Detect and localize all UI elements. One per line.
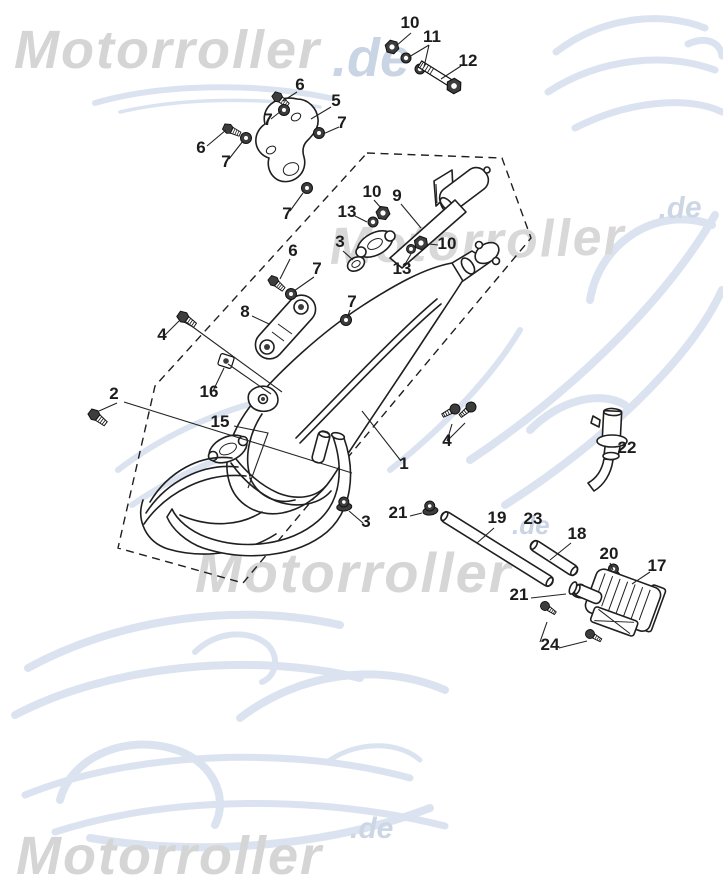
part-18-tube — [529, 539, 579, 577]
scooter-sketch-top-right — [544, 15, 723, 132]
watermark-middle-suffix: .de — [658, 191, 702, 225]
part-21-clip — [421, 499, 439, 517]
part-label-6: 6 — [295, 75, 304, 94]
part-label-20: 20 — [600, 544, 619, 563]
part-label-13: 13 — [338, 202, 357, 221]
part-label-3: 3 — [361, 512, 370, 531]
part-13-washer — [367, 216, 379, 228]
part-label-15: 15 — [211, 412, 230, 431]
part-label-10: 10 — [438, 234, 457, 253]
guard-tube-end — [330, 431, 346, 441]
part-16-nut — [217, 353, 235, 369]
part-2-bolt — [86, 406, 110, 429]
part-label-7: 7 — [263, 110, 272, 129]
part-label-19: 19 — [488, 508, 507, 527]
leader-lines — [98, 32, 651, 649]
part-4-bolt — [174, 308, 199, 331]
part-label-7: 7 — [282, 204, 291, 223]
watermark-bottom-word: Motorroller — [16, 826, 324, 886]
part-label-11: 11 — [423, 27, 441, 46]
part-label-12: 12 — [459, 51, 478, 70]
part-label-3: 3 — [335, 232, 344, 251]
part-22-elbow — [587, 407, 628, 492]
part-6-bolt-left — [221, 121, 243, 140]
part-label-18: 18 — [568, 524, 587, 543]
part-label-9: 9 — [392, 186, 401, 205]
part-label-4: 4 — [442, 431, 452, 450]
watermark-lower-middle-suffix: .de — [512, 510, 550, 540]
part-label-4: 4 — [157, 325, 167, 344]
part-7-nut — [301, 182, 313, 194]
part-9-catalyst-pipe — [355, 166, 491, 269]
part-7-nut — [340, 314, 352, 326]
part-label-7: 7 — [221, 152, 230, 171]
part-6-bolt-mid — [266, 273, 288, 294]
part-label-10: 10 — [401, 13, 420, 32]
watermark-top-suffix: .de — [332, 28, 410, 88]
part-label-23: 23 — [524, 509, 543, 528]
part-17-ais-valve — [568, 568, 667, 637]
part-label-21: 21 — [389, 503, 408, 522]
part-label-5: 5 — [331, 91, 340, 110]
part-13-washer — [406, 244, 416, 254]
part-label-8: 8 — [240, 302, 249, 321]
part-7-nut — [313, 127, 325, 139]
watermark-bottom: Motorroller .de — [16, 812, 393, 886]
part-3-gasket — [346, 255, 366, 273]
part-label-13: 13 — [393, 259, 412, 278]
part-label-10: 10 — [363, 182, 382, 201]
part-label-21: 21 — [510, 585, 529, 604]
part-8-heat-shield — [254, 294, 317, 360]
scooter-sketch-bottom-left — [11, 610, 449, 852]
part-label-17: 17 — [648, 556, 667, 575]
part-7-nut — [278, 104, 290, 116]
diagram-lineart: 1233445666777777891010101112131315161718… — [86, 13, 667, 654]
dashed-outline — [117, 152, 532, 584]
part-label-24: 24 — [541, 635, 560, 654]
part-label-16: 16 — [200, 382, 219, 401]
watermark-top: Motorroller .de — [14, 20, 410, 88]
watermark-bottom-suffix: .de — [350, 812, 393, 845]
part-label-22: 22 — [618, 438, 637, 457]
scooter-sketch-mid-right — [387, 211, 723, 509]
scooter-sketch-bottom-band — [21, 743, 449, 836]
part-label-7: 7 — [347, 292, 356, 311]
guard-tube — [166, 433, 352, 557]
part-19-tube — [440, 510, 554, 588]
watermark-top-word: Motorroller — [14, 20, 322, 80]
part-label-1: 1 — [399, 454, 408, 473]
part-label-7: 7 — [337, 113, 346, 132]
part-24-screw — [583, 627, 604, 645]
part-label-6: 6 — [288, 241, 297, 260]
part-label-2: 2 — [109, 384, 118, 403]
part-label-6: 6 — [196, 138, 205, 157]
part-24-screw — [538, 599, 559, 618]
part-label-7: 7 — [312, 259, 321, 278]
